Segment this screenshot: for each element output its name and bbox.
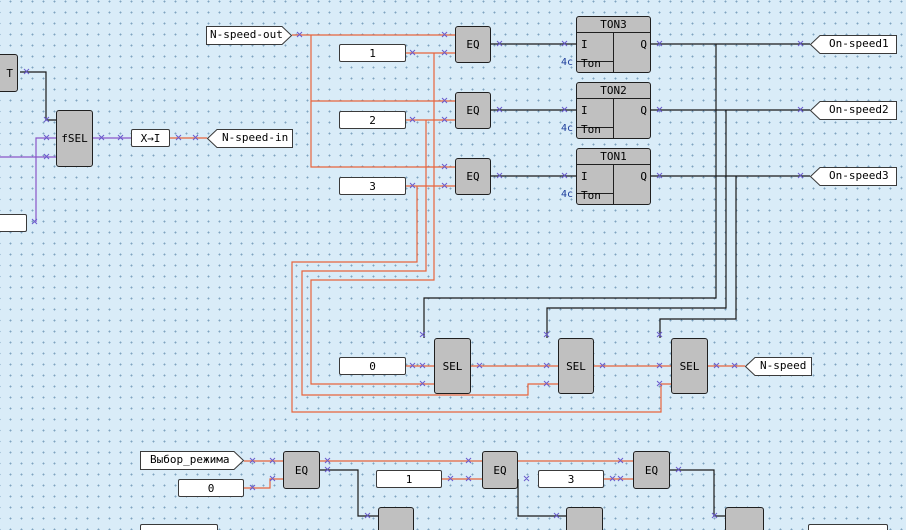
tag-shape — [745, 357, 812, 376]
converter-block[interactable]: X→I — [131, 129, 170, 147]
timer-output-label: Q — [640, 104, 647, 117]
constant-0[interactable]: 0 — [339, 357, 406, 375]
fsel-block[interactable]: fSEL — [56, 110, 93, 167]
timer-input-label: I — [581, 38, 588, 51]
tag-n-speed-in[interactable]: N-speed-in — [207, 129, 293, 148]
timer-param-value: 4c — [561, 189, 574, 200]
partial-function-block[interactable]: T — [0, 54, 18, 92]
tag-on-speed1-label: On-speed1 — [829, 37, 889, 50]
sel-label: SEL — [566, 359, 586, 373]
bool-wires — [20, 43, 810, 517]
tag-shape — [140, 451, 244, 470]
tag-shape — [810, 35, 897, 54]
eq-block-6[interactable]: EQ — [633, 451, 670, 489]
timer-input-label: I — [581, 170, 588, 183]
timer-input-label: I — [581, 104, 588, 117]
timer-param-label: Ton — [581, 57, 601, 70]
timer-block-ton2[interactable]: TON2 I Ton Q — [576, 82, 651, 139]
constant-value: 2 — [369, 113, 376, 127]
sel-label: SEL — [679, 359, 700, 373]
eq-label: EQ — [466, 170, 480, 183]
partial-block-bottom-2[interactable] — [566, 507, 603, 530]
eq-block-5[interactable]: EQ — [482, 451, 518, 489]
pin-markers — [23, 31, 804, 519]
partial-tag-bottom-left[interactable] — [140, 524, 218, 530]
tag-on-speed3[interactable]: On-speed3 — [810, 167, 897, 186]
eq-block-1[interactable]: EQ — [455, 26, 491, 63]
partial-block-label: T — [6, 66, 13, 80]
tag-n-speed-in-label: N-speed-in — [222, 131, 289, 144]
timer-divider — [613, 98, 614, 138]
analog-wires — [170, 34, 745, 489]
constant-2[interactable]: 2 — [339, 111, 406, 129]
timer-param-label: Ton — [581, 189, 601, 202]
partial-constant-box[interactable] — [0, 214, 27, 232]
eq-label: EQ — [294, 463, 309, 477]
timer-param-label: Ton — [581, 123, 601, 136]
constant-value: 1 — [405, 472, 413, 486]
tag-on-speed2[interactable]: On-speed2 — [810, 101, 897, 120]
timer-param-value: 4c — [561, 57, 574, 68]
constant-value: 1 — [369, 46, 376, 60]
timer-divider — [577, 61, 613, 62]
constant-1[interactable]: 1 — [339, 44, 406, 62]
timer-title: TON2 — [577, 83, 650, 99]
constant-value: 3 — [567, 472, 575, 486]
partial-block-bottom-1[interactable] — [378, 507, 414, 530]
eq-label: EQ — [644, 463, 659, 477]
tag-mode-select-label: Выбор_режима — [150, 453, 230, 466]
sel-block-1[interactable]: SEL — [434, 338, 471, 394]
eq-label: EQ — [466, 104, 480, 117]
tag-shape — [810, 101, 897, 120]
partial-tag-bottom-right[interactable] — [808, 524, 888, 530]
tag-on-speed3-label: On-speed3 — [829, 169, 889, 182]
timer-divider — [613, 32, 614, 72]
timer-divider — [577, 127, 613, 128]
constant-value: 3 — [369, 179, 376, 193]
constant-3[interactable]: 3 — [339, 177, 406, 195]
sel-block-2[interactable]: SEL — [558, 338, 594, 394]
timer-divider — [613, 164, 614, 204]
tag-mode-select[interactable]: Выбор_режима — [140, 451, 244, 470]
timer-block-ton1[interactable]: TON1 I Ton Q — [576, 148, 651, 205]
eq-block-3[interactable]: EQ — [455, 158, 491, 195]
constant-3-bottom[interactable]: 3 — [538, 470, 604, 488]
sel-label: SEL — [442, 359, 463, 373]
eq-label: EQ — [466, 38, 480, 51]
fsel-label: fSEL — [61, 132, 88, 145]
timer-param-value: 4c — [561, 123, 574, 134]
partial-block-bottom-3[interactable] — [725, 507, 764, 530]
tag-shape — [206, 26, 292, 45]
tag-shape — [810, 167, 897, 186]
tag-shape — [207, 129, 293, 148]
timer-divider — [577, 193, 613, 194]
eq-label: EQ — [493, 463, 507, 477]
tag-n-speed[interactable]: N-speed — [745, 357, 812, 376]
constant-value: 0 — [369, 359, 376, 373]
constant-1-bottom[interactable]: 1 — [376, 470, 442, 488]
timer-output-label: Q — [640, 38, 647, 51]
tag-on-speed2-label: On-speed2 — [829, 103, 889, 116]
tag-n-speed-label: N-speed — [760, 359, 807, 372]
tag-n-speed-out[interactable]: N-speed-out — [206, 26, 292, 45]
eq-block-4[interactable]: EQ — [283, 451, 320, 489]
timer-title: TON3 — [577, 17, 650, 33]
timer-title: TON1 — [577, 149, 650, 165]
tag-n-speed-out-label: N-speed-out — [210, 28, 283, 41]
tag-on-speed1[interactable]: On-speed1 — [810, 35, 897, 54]
constant-value: 0 — [207, 481, 215, 495]
eq-block-2[interactable]: EQ — [455, 92, 491, 129]
timer-block-ton3[interactable]: TON3 I Ton Q — [576, 16, 651, 73]
sel-block-3[interactable]: SEL — [671, 338, 708, 394]
timer-output-label: Q — [640, 170, 647, 183]
constant-0-bottom[interactable]: 0 — [178, 479, 244, 497]
converter-label: X→I — [140, 131, 161, 145]
